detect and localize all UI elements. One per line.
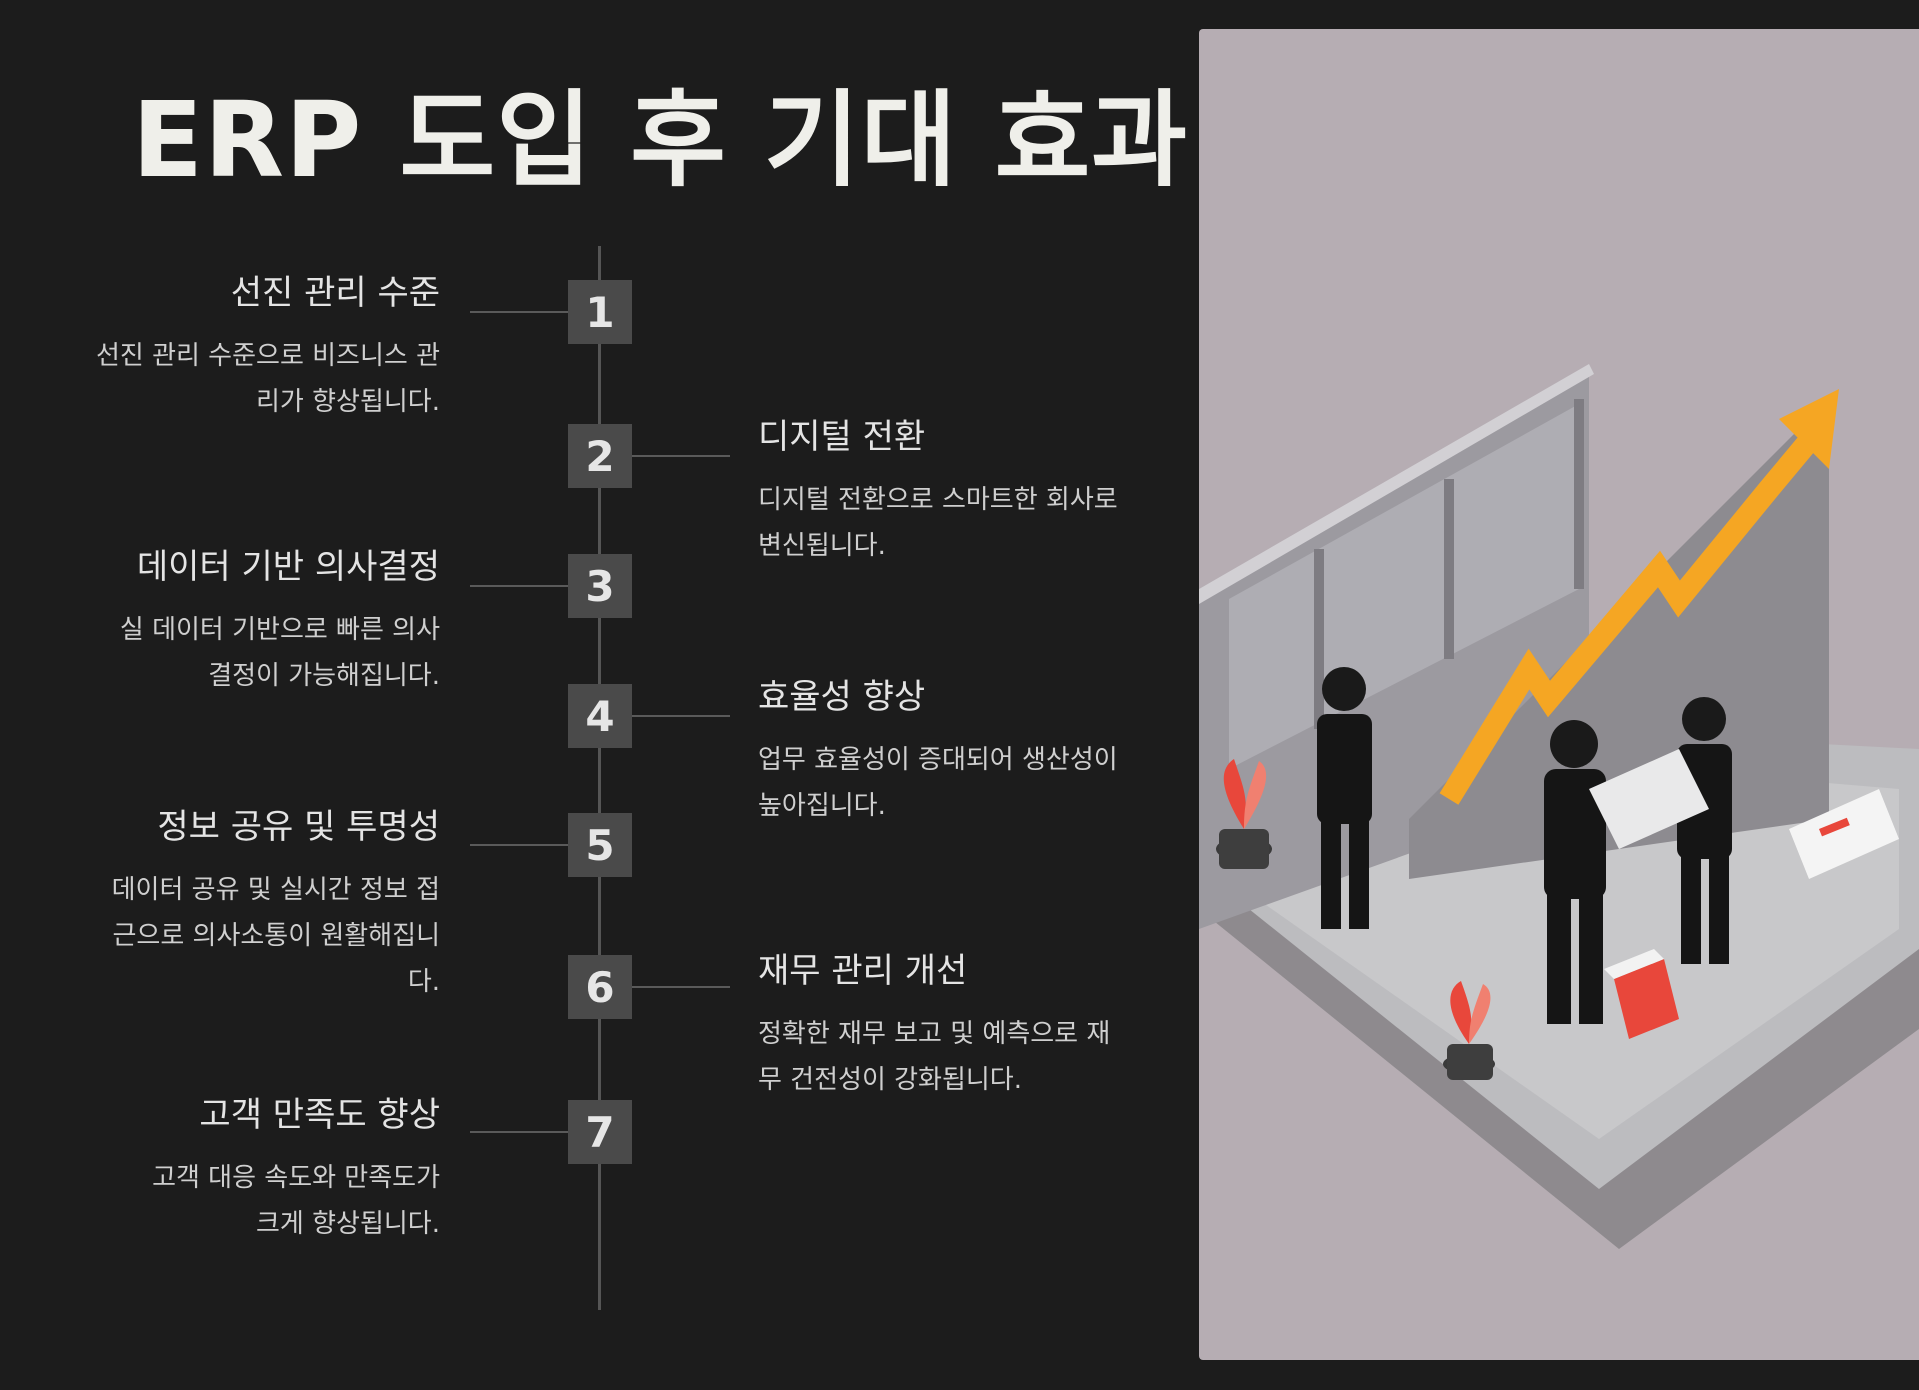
connector-4 [632, 715, 730, 717]
person-center [1544, 720, 1606, 1024]
step-item-3: 데이터 기반 의사결정 실 데이터 기반으로 빠른 의사결정이 가능해집니다. [30, 546, 440, 699]
chart-board [1789, 789, 1899, 879]
connector-5 [470, 844, 570, 846]
plant-center [1443, 981, 1495, 1080]
step-badge-5: 5 [568, 813, 632, 877]
step-badge-1: 1 [568, 280, 632, 344]
red-box [1604, 949, 1679, 1039]
step-description: 정확한 재무 보고 및 예측으로 재무 건전성이 강화됩니다. [758, 1018, 1111, 1095]
growth-arrow-line [1439, 421, 1828, 805]
step-title: 데이터 기반 의사결정 [136, 547, 440, 587]
step-item-4: 효율성 향상 업무 효율성이 증대되어 생산성이 높아집니다. [758, 676, 1118, 829]
step-description: 선진 관리 수준으로 비즈니스 관리가 향상됩니다. [95, 340, 440, 417]
connector-6 [632, 986, 730, 988]
step-description: 업무 효율성이 증대되어 생산성이 높아집니다. [758, 744, 1118, 821]
step-badge-2: 2 [568, 424, 632, 488]
step-title: 효율성 향상 [758, 677, 926, 717]
step-description: 고객 대응 속도와 만족도가 크게 향상됩니다. [152, 1162, 440, 1239]
step-item-7: 고객 만족도 향상 고객 대응 속도와 만족도가 크게 향상됩니다. [30, 1094, 440, 1247]
step-item-1: 선진 관리 수준 선진 관리 수준으로 비즈니스 관리가 향상됩니다. [30, 272, 440, 425]
desk [1589, 749, 1709, 849]
growth-arrow-head [1779, 389, 1839, 469]
connector-7 [470, 1131, 570, 1133]
step-item-2: 디지털 전환 디지털 전환으로 스마트한 회사로 변신됩니다. [758, 416, 1118, 569]
connector-2 [632, 455, 730, 457]
step-title: 디지털 전환 [758, 417, 926, 457]
connector-3 [470, 585, 570, 587]
step-description: 디지털 전환으로 스마트한 회사로 변신됩니다. [758, 484, 1118, 561]
step-description: 데이터 공유 및 실시간 정보 접근으로 의사소통이 원활해집니다. [111, 874, 440, 997]
step-badge-4: 4 [568, 684, 632, 748]
step-item-5: 정보 공유 및 투명성 데이터 공유 및 실시간 정보 접근으로 의사소통이 원… [30, 806, 440, 1005]
step-title: 선진 관리 수준 [230, 273, 440, 313]
timeline-axis [598, 246, 601, 1310]
page-title: ERP 도입 후 기대 효과 [132, 79, 1188, 201]
person-left [1317, 667, 1372, 929]
step-badge-3: 3 [568, 554, 632, 618]
plant-left [1216, 759, 1272, 869]
business-growth-illustration [1199, 29, 1919, 1360]
connector-1 [470, 311, 570, 313]
step-description: 실 데이터 기반으로 빠른 의사결정이 가능해집니다. [119, 614, 440, 691]
wall-top-edge [1199, 364, 1594, 604]
step-badge-7: 7 [568, 1100, 632, 1164]
step-title: 고객 만족도 향상 [199, 1095, 440, 1135]
step-item-6: 재무 관리 개선 정확한 재무 보고 및 예측으로 재무 건전성이 강화됩니다. [758, 950, 1118, 1103]
step-badge-6: 6 [568, 955, 632, 1019]
step-title: 재무 관리 개선 [758, 951, 968, 991]
step-title: 정보 공유 및 투명성 [157, 807, 440, 847]
illustration-svg [1199, 364, 1919, 1249]
